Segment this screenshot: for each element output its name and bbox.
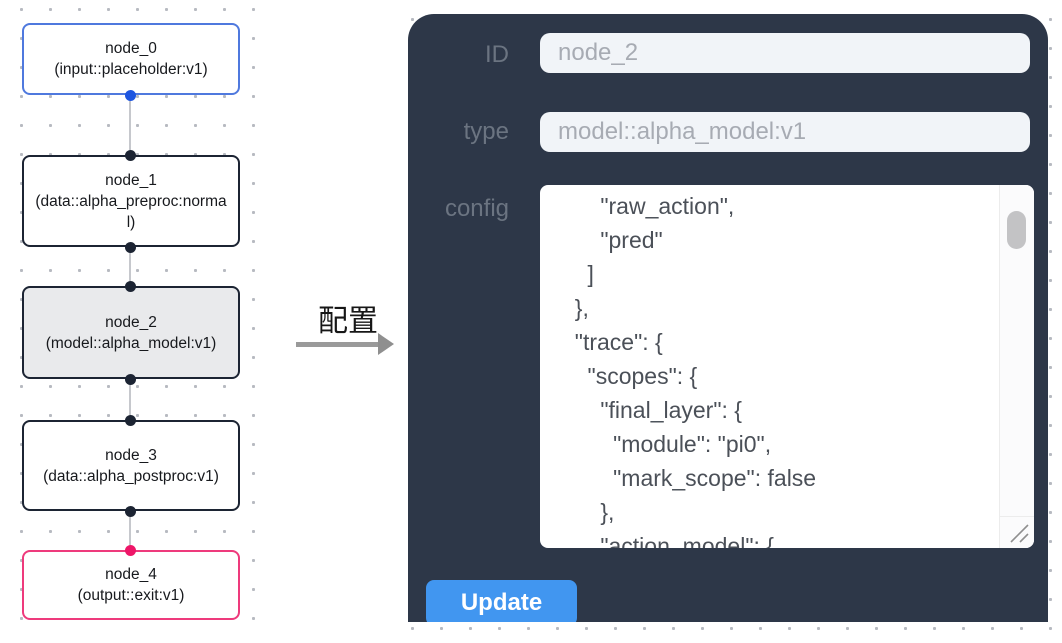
node-name: node_3: [105, 446, 157, 464]
scrollbar-track[interactable]: [999, 185, 1034, 516]
node-type-label: (data::alpha_postproc:v1): [43, 467, 219, 485]
node-type-label: (data::alpha_preproc:normal): [35, 192, 227, 231]
config-json-text: "raw_action", "pred" ] }, "trace": { "sc…: [574, 193, 817, 548]
node-name: node_4: [105, 566, 157, 583]
node-type-label: (model::alpha_model:v1): [45, 334, 217, 352]
type-input[interactable]: [540, 112, 1030, 152]
port-node_3-in[interactable]: [125, 414, 136, 426]
node-name: node_0: [105, 40, 157, 57]
node-name: node_2: [105, 313, 157, 331]
scrollbar-thumb[interactable]: [1007, 211, 1026, 249]
id-input[interactable]: [540, 33, 1030, 73]
port-node_4-in[interactable]: [125, 544, 136, 556]
flow-node-node_4[interactable]: node_4 (output::exit:v1): [22, 550, 240, 620]
port-node_1-in[interactable]: [125, 149, 136, 161]
port-node_1-out[interactable]: [125, 241, 136, 253]
config-arrow: [296, 342, 380, 347]
flow-canvas[interactable]: node_0 (input::placeholder:v1) node_1 (d…: [0, 0, 262, 643]
flow-node-node_3[interactable]: node_3 (data::alpha_postproc:v1): [22, 420, 240, 511]
flow-node-node_1[interactable]: node_1 (data::alpha_preproc:normal): [22, 155, 240, 247]
node-type-label: (input::placeholder:v1): [54, 61, 208, 78]
edge-node_1-node_2: [129, 247, 131, 286]
flow-node-node_2-selected[interactable]: node_2 (model::alpha_model:v1): [22, 286, 240, 379]
id-label: ID: [485, 41, 509, 68]
edge-node_3-node_4: [129, 511, 131, 550]
port-node_2-out[interactable]: [125, 373, 136, 385]
edge-node_0-node_1: [129, 95, 131, 155]
port-node_0-out[interactable]: [125, 89, 136, 101]
flow-node-node_0[interactable]: node_0 (input::placeholder:v1): [22, 23, 240, 95]
config-label: config: [444, 195, 509, 222]
node-name: node_1: [105, 171, 157, 189]
config-arrow-label: 配置: [318, 305, 378, 338]
type-label: type: [463, 118, 509, 145]
update-button[interactable]: Update: [426, 580, 577, 622]
config-textarea[interactable]: "raw_action", "pred" ] }, "trace": { "sc…: [540, 185, 1034, 548]
resize-grip-icon: [1010, 524, 1029, 543]
port-node_2-in[interactable]: [125, 280, 136, 292]
edge-node_2-node_3: [129, 379, 131, 420]
config-panel: ID type config "raw_action", "pred" ] },…: [408, 14, 1048, 622]
port-node_3-out[interactable]: [125, 505, 136, 517]
resize-handle[interactable]: [999, 516, 1034, 548]
node-type-label: (output::exit:v1): [77, 587, 185, 604]
